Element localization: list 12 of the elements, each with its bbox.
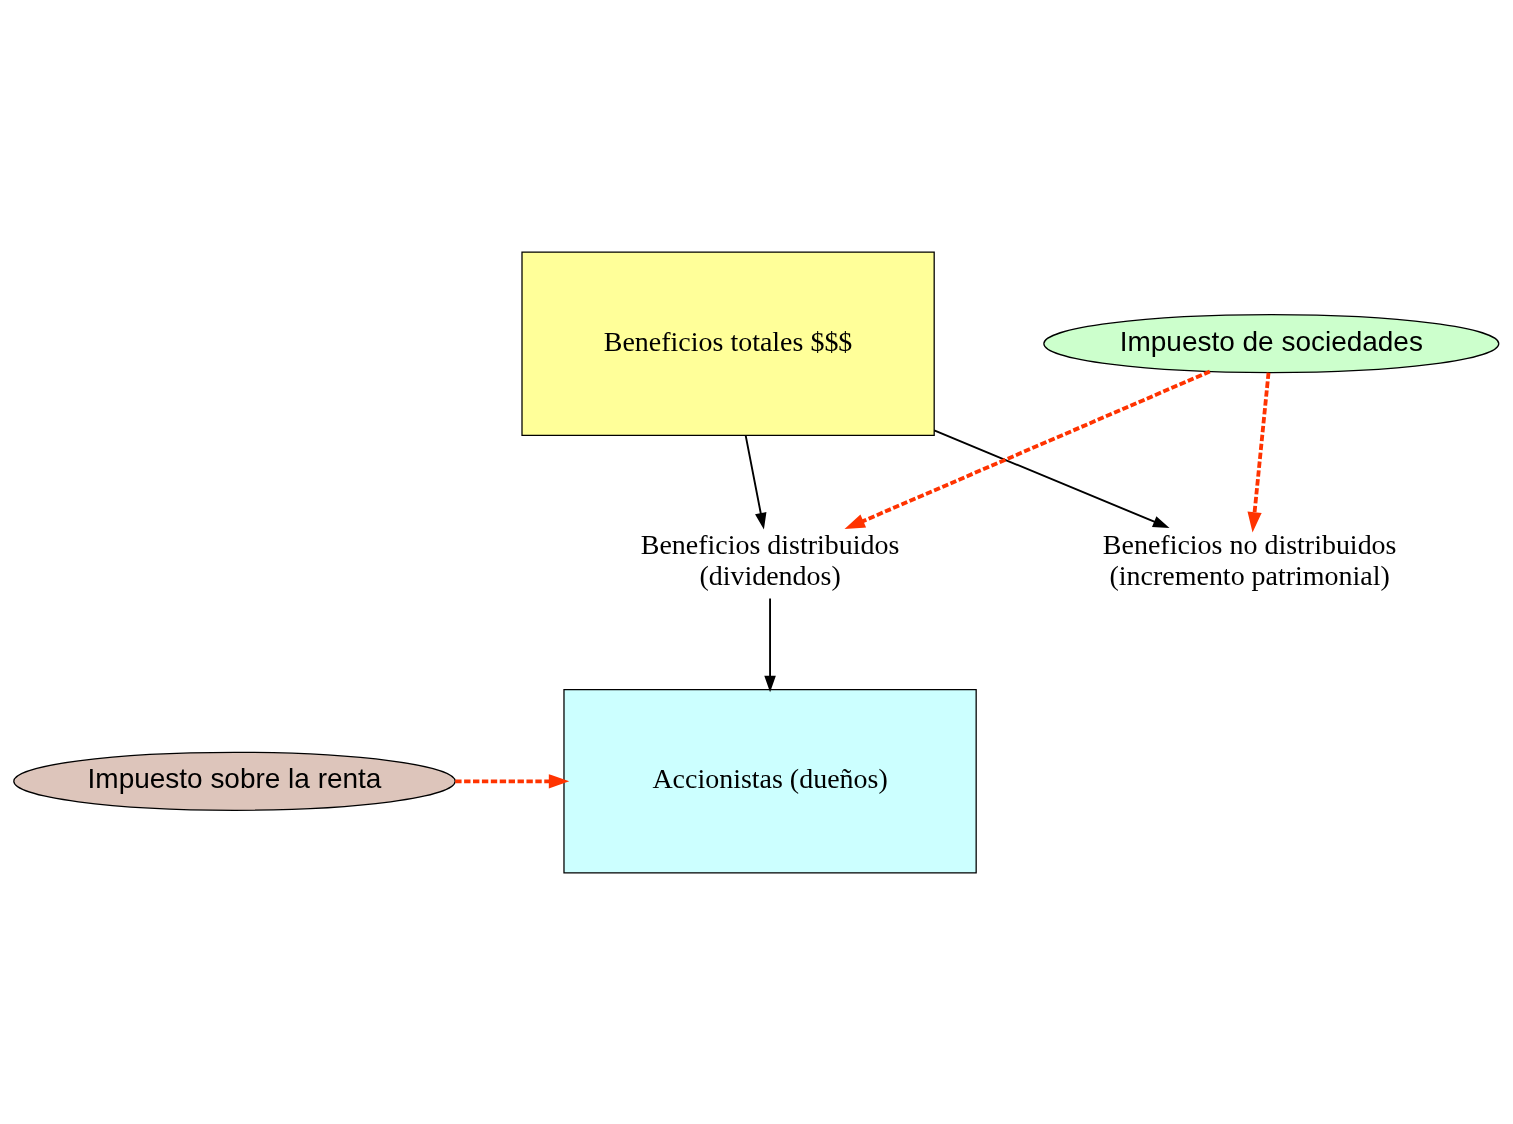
node-box: Beneficios totales $$$	[521, 250, 935, 436]
node-text: Beneficios no distribuidos (incremento patrimonial)	[1102, 528, 1397, 591]
node-ellipse: Impuesto de sociedades	[1043, 313, 1500, 373]
arrow	[844, 369, 1211, 529]
arrow	[455, 773, 570, 788]
arrow	[1247, 372, 1271, 532]
node-ellipse: Impuesto sobre la renta	[13, 751, 456, 811]
arrow	[933, 429, 1170, 528]
arrow	[744, 433, 767, 529]
node-text: Beneficios distribuidos (dividendos)	[640, 528, 900, 591]
node-box: Accionistas (dueños)	[563, 688, 977, 874]
arrow	[764, 597, 776, 692]
